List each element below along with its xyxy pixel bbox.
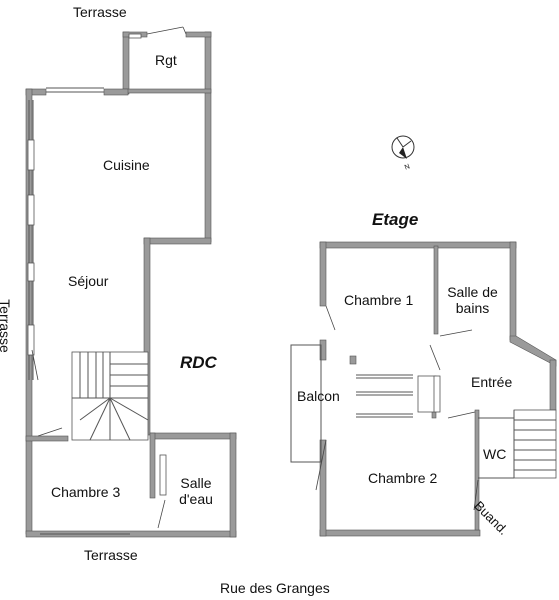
room-sejour-label: Séjour [68,273,109,289]
terrasse-left-label: Terrasse [0,299,13,353]
rdc-windows [27,26,187,535]
etage-windows [356,374,441,418]
room-entree-label: Entrée [471,374,513,390]
room-salle-eau-line1: Salle [180,475,212,491]
room-salle-eau-label: Salle d'eau [176,475,216,507]
etage-title: Etage [372,210,419,229]
room-chambre1-label: Chambre 1 [344,292,414,308]
room-salle-bains-label: Salle de bains [440,284,505,316]
rdc-walls [25,31,237,538]
terrasse-bottom-label: Terrasse [84,547,138,563]
etage-staircase [513,409,557,479]
rdc-doors [31,349,167,529]
room-salle-bains-line2: bains [455,300,490,316]
room-salle-eau-line2: d'eau [179,491,213,507]
terrasse-top-label: Terrasse [73,4,127,20]
room-cuisine-label: Cuisine [103,157,150,173]
rdc-staircase [71,351,149,441]
etage-walls [319,241,557,537]
street-label: Rue des Granges [220,580,330,596]
room-chambre3-label: Chambre 3 [51,484,121,500]
rdc-title: RDC [180,353,217,372]
room-chambre2-label: Chambre 2 [368,470,438,486]
etage-balcon [290,305,336,491]
compass-icon [391,135,415,159]
etage-doors [429,329,514,511]
room-wc-label: WC [483,446,507,462]
room-rgt-label: Rgt [155,52,177,68]
room-salle-bains-line1: Salle de [447,284,498,300]
room-balcon-label: Balcon [297,388,340,404]
